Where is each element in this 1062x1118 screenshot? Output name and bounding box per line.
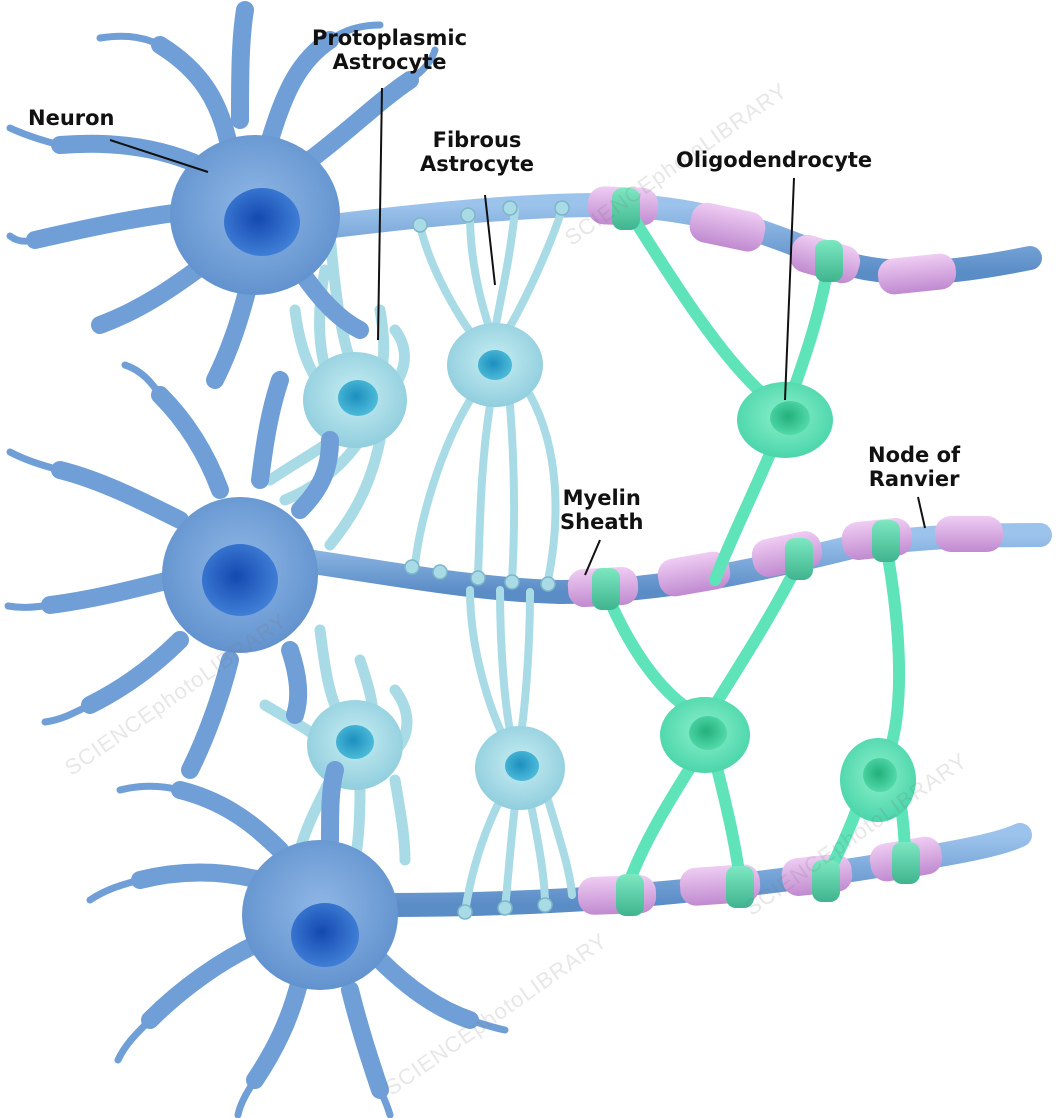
- fibrous-astrocyte-bottom: [458, 590, 572, 919]
- label-oligodendrocyte: Oligodendrocyte: [676, 148, 872, 172]
- label-fibrous-astrocyte: Fibrous Astrocyte: [420, 128, 534, 176]
- label-neuron: Neuron: [28, 106, 115, 130]
- leader-node-of-ranvier: [918, 497, 925, 528]
- label-myelin-sheath: Myelin Sheath: [560, 486, 643, 534]
- leader-oligodendrocyte: [785, 178, 794, 400]
- fibrous-astrocyte-top: [405, 201, 569, 591]
- label-protoplasmic-astrocyte: Protoplasmic Astrocyte: [312, 26, 467, 74]
- label-node-of-ranvier: Node of Ranvier: [868, 443, 960, 491]
